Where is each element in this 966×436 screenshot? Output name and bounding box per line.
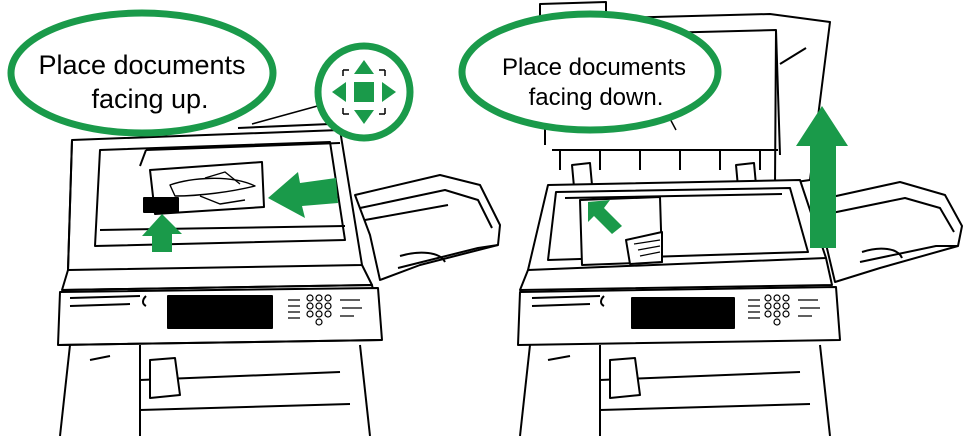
left-callout: Place documents facing up. xyxy=(11,13,273,133)
left-callout-line2: facing up. xyxy=(91,84,208,114)
right-callout: Place documents facing down. xyxy=(462,14,718,130)
right-callout-line2: facing down. xyxy=(529,84,664,111)
right-callout-line1: Place documents xyxy=(502,54,686,81)
left-callout-line1: Place documents xyxy=(38,50,245,80)
left-copier xyxy=(58,124,500,436)
document-orientation-icon xyxy=(252,46,410,138)
